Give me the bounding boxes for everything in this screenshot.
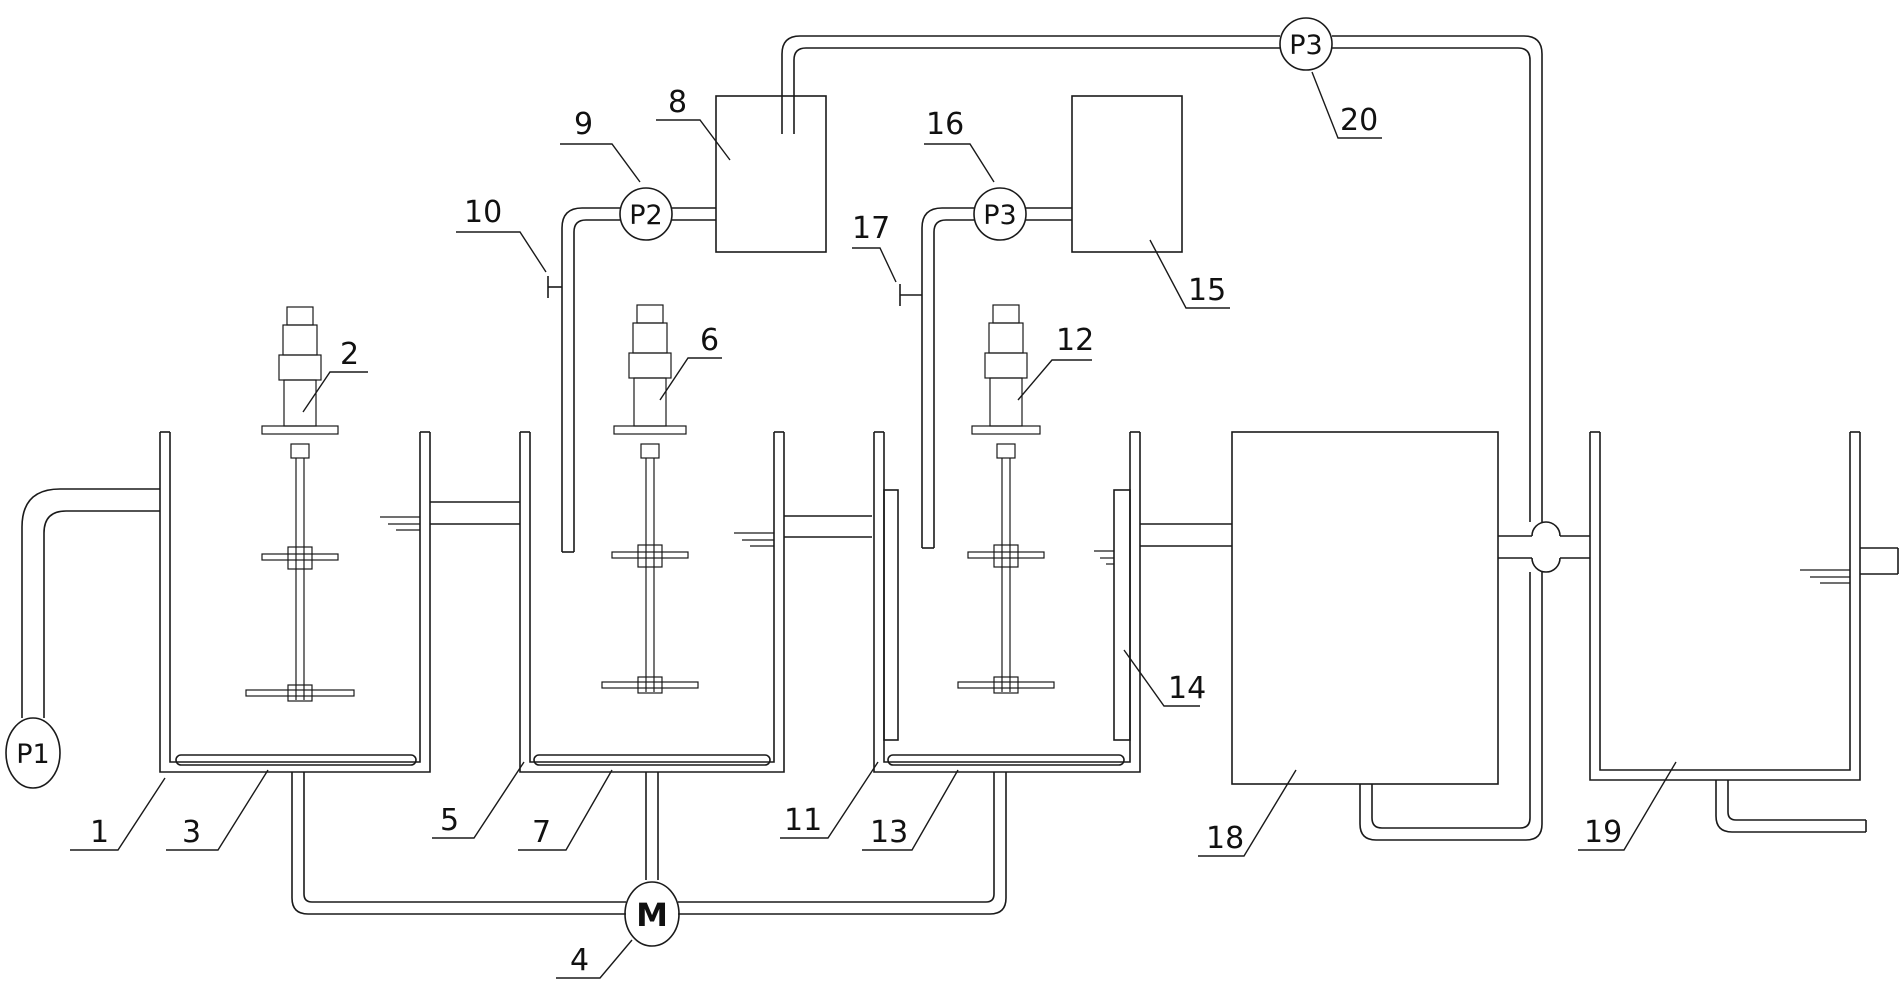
callout-14: 14 (1168, 671, 1206, 706)
water-level-5 (734, 532, 774, 547)
water-level-11 (1094, 550, 1114, 565)
pump-p3-left-label: P3 (983, 200, 1016, 231)
callout-7: 7 (532, 815, 551, 850)
stirrer-2 (245, 306, 355, 702)
callouts: 1 2 3 4 5 6 7 8 9 10 11 12 13 (70, 71, 1677, 979)
outlet-pipe-19 (1860, 547, 1899, 575)
aeration-pipe-13 (887, 754, 1125, 766)
callout-6: 6 (700, 323, 719, 358)
dosing-pipe-17 (899, 207, 974, 549)
overflow-pipe-5-11 (784, 515, 872, 538)
callout-11: 11 (784, 803, 822, 838)
stirrer-6 (601, 304, 699, 694)
settling-tank-18 (1231, 431, 1499, 785)
dosing-tank-15 (1071, 95, 1183, 253)
inlet-pipe-p1 (21, 488, 160, 718)
pump-p1-label: P1 (16, 739, 49, 770)
pump-p1: P1 (5, 717, 61, 789)
pump-p2: P2 (619, 187, 673, 241)
pipe-p2-to-tank8 (672, 207, 716, 221)
baffle-14 (1113, 489, 1131, 741)
callout-12: 12 (1056, 323, 1094, 358)
aeration-pipe-3 (175, 754, 417, 766)
tank-1 (159, 431, 431, 773)
pipe-18-19 (1498, 521, 1590, 573)
callout-8: 8 (668, 85, 687, 120)
callout-3: 3 (182, 815, 201, 850)
callout-10: 10 (464, 195, 502, 230)
callout-15: 15 (1188, 273, 1226, 308)
pipe-11-18 (1140, 523, 1232, 547)
water-level-1 (380, 516, 420, 531)
tank-19 (1589, 431, 1861, 781)
bottom-outlet-19 (1715, 780, 1867, 833)
water-level-19 (1800, 569, 1850, 584)
air-manifold (291, 772, 1007, 915)
callout-17: 17 (852, 211, 890, 246)
callout-20: 20 (1340, 103, 1378, 138)
callout-5: 5 (440, 803, 459, 838)
stirrer-12 (957, 304, 1055, 694)
aeration-pipe-7 (533, 754, 771, 766)
callout-16: 16 (926, 107, 964, 142)
callout-18: 18 (1206, 821, 1244, 856)
callout-2: 2 (340, 337, 359, 372)
tank-5 (519, 431, 785, 773)
pump-p3-left: P3 (973, 187, 1027, 241)
callout-1: 1 (90, 815, 109, 850)
pipe-p3-to-tank15 (1026, 207, 1072, 221)
return-pipe-20 (781, 35, 1543, 841)
callout-13: 13 (870, 815, 908, 850)
dosing-pipe-10 (547, 207, 620, 553)
overflow-pipe-1-2 (430, 501, 520, 525)
pump-p2-label: P2 (629, 200, 662, 231)
motor-label: M (636, 896, 668, 934)
callout-4: 4 (570, 943, 589, 978)
tank-11 (873, 431, 1141, 773)
dosing-tank-8 (715, 95, 827, 253)
callout-9: 9 (574, 107, 593, 142)
pump-p3-top-label: P3 (1289, 30, 1322, 61)
pump-p3-top: P3 (1279, 17, 1333, 71)
callout-19: 19 (1584, 815, 1622, 850)
air-motor-4: M (624, 881, 680, 947)
